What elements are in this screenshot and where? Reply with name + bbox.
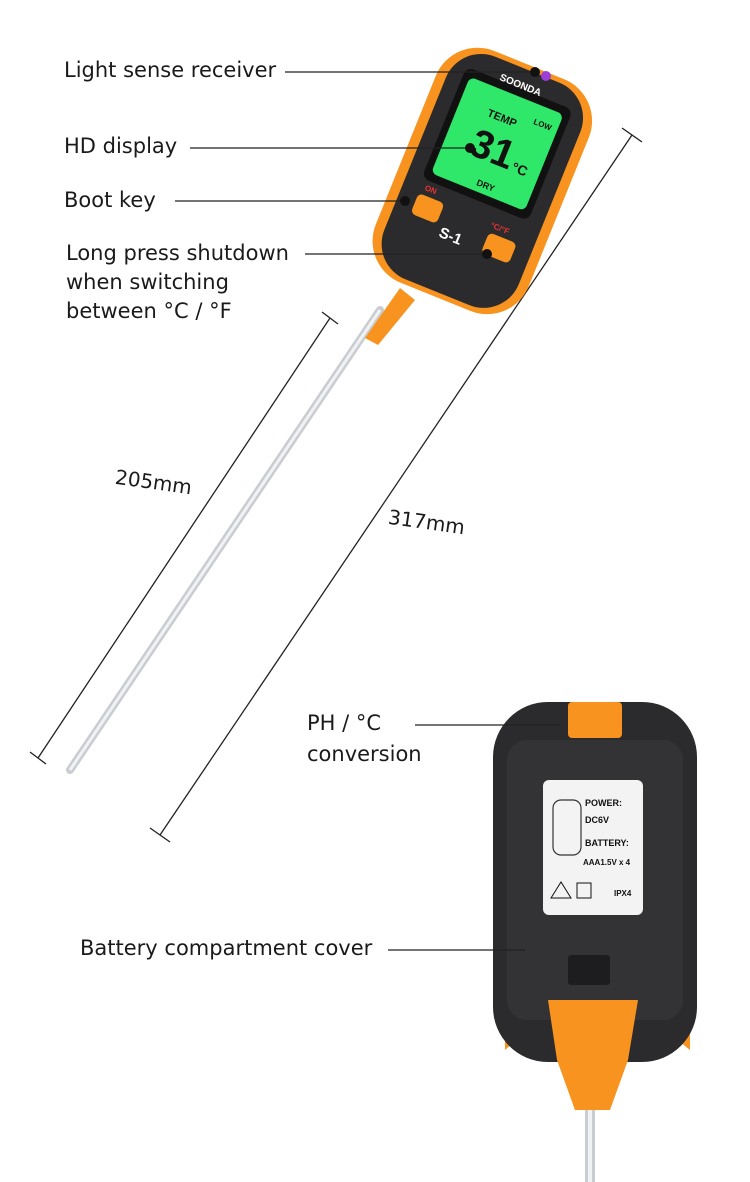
callout-long-press-2: when switching xyxy=(66,270,229,294)
callout-hd-display: HD display xyxy=(64,134,178,158)
light-sensor xyxy=(541,71,551,81)
callout-long-press-3: between °C / °F xyxy=(66,299,232,323)
ph-switch xyxy=(568,702,622,738)
on-button xyxy=(411,194,444,223)
dimension-lines xyxy=(29,127,643,843)
power-label: POWER: xyxy=(585,798,622,808)
warning-icon xyxy=(550,881,572,899)
screen-unit: °C xyxy=(510,159,531,180)
callout-battery-cover: Battery compartment cover xyxy=(80,936,373,960)
callout-ph-2: conversion xyxy=(307,742,422,766)
callout-lines xyxy=(175,71,560,951)
battery-value: AAA1.5V x 4 xyxy=(583,858,631,867)
on-key-label: ON xyxy=(424,183,439,196)
probe xyxy=(66,288,415,774)
power-value: DC6V xyxy=(585,815,609,825)
battery-label: BATTERY: xyxy=(585,838,629,848)
hd-display xyxy=(432,78,562,210)
ipx-rating: IPX4 xyxy=(614,889,632,898)
back-device: POWER: DC6V BATTERY: AAA1.5V x 4 IPX4 xyxy=(493,702,697,1182)
callout-long-press-1: Long press shutdown xyxy=(66,241,289,265)
manual-icon xyxy=(576,882,592,899)
callout-light-sense: Light sense receiver xyxy=(64,58,277,82)
probe-dimension-line xyxy=(37,317,331,759)
callout-ph-1: PH / °C xyxy=(307,711,382,735)
callout-boot-key: Boot key xyxy=(64,188,156,212)
total-dimension-line xyxy=(159,134,633,836)
front-device: SOONDA TEMP LOW 31 °C DRY ON °C/°F S-1 xyxy=(372,47,593,315)
